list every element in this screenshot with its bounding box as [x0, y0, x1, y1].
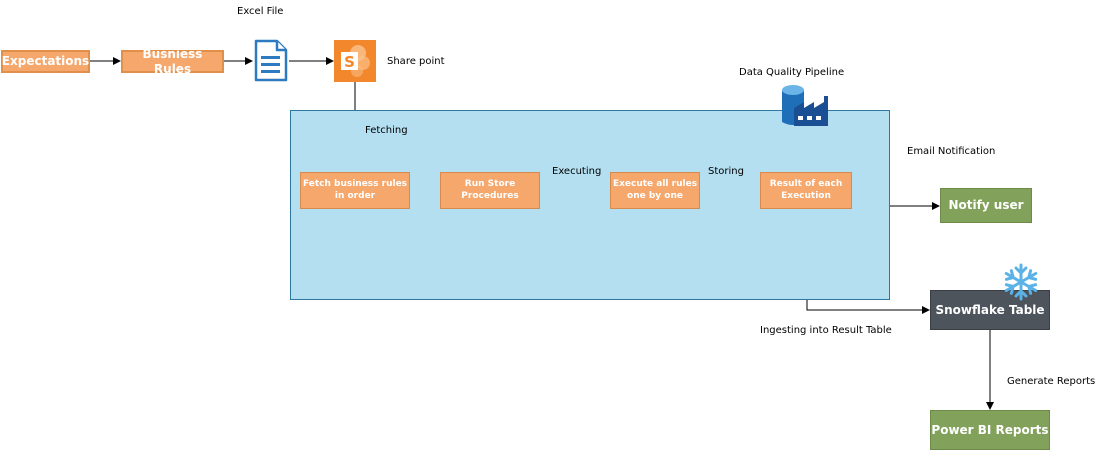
svg-text:S: S — [344, 53, 355, 71]
power-bi-reports-node[interactable]: Power BI Reports — [930, 410, 1050, 450]
execute-rules-line2: one by one — [627, 190, 683, 201]
result-line2: Execution — [781, 190, 831, 201]
fetching-label: Fetching — [365, 125, 408, 136]
email-notification-label: Email Notification — [907, 146, 996, 157]
ingesting-label: Ingesting into Result Table — [760, 325, 892, 336]
fetch-rules-line2: in order — [334, 190, 376, 201]
executing-label: Executing — [552, 166, 602, 177]
notify-user-node[interactable]: Notify user — [940, 188, 1032, 223]
business-rules-node[interactable]: Busniess Rules — [121, 47, 224, 76]
execute-rules-line1: Execute all rules — [612, 179, 698, 190]
excel-file-label: Excel File — [237, 6, 284, 17]
document-icon — [254, 39, 288, 82]
result-line1: Result of each — [769, 179, 843, 190]
fetch-business-rules-node[interactable]: Fetch business rules in order — [300, 172, 410, 209]
execute-all-rules-node[interactable]: Execute all rules one by one — [610, 172, 700, 209]
snowflake-table-label: Snowflake Table — [935, 302, 1045, 317]
result-of-execution-node[interactable]: Result of each Execution — [760, 172, 852, 209]
run-procedures-line1: Run Store — [464, 179, 516, 190]
expectations-node[interactable]: Expectations — [1, 50, 90, 73]
notify-user-label: Notify user — [948, 198, 1024, 212]
generate-reports-label: Generate Reports — [1007, 376, 1096, 387]
sharepoint-icon: S — [334, 40, 376, 82]
storing-label: Storing — [708, 166, 744, 177]
fetch-rules-line1: Fetch business rules — [302, 179, 408, 190]
run-store-procedures-node[interactable]: Run Store Procedures — [440, 172, 540, 209]
expectations-label: Expectations — [1, 54, 90, 68]
run-procedures-line2: Procedures — [461, 190, 519, 201]
business-rules-label: Busniess Rules — [142, 46, 203, 76]
data-factory-icon — [782, 85, 828, 126]
snowflake-icon — [1002, 263, 1040, 301]
share-point-label: Share point — [387, 56, 445, 67]
data-quality-pipeline-label: Data Quality Pipeline — [739, 67, 845, 78]
power-bi-label: Power BI Reports — [931, 422, 1049, 437]
snowflake-table-node[interactable]: Snowflake Table — [930, 290, 1050, 330]
